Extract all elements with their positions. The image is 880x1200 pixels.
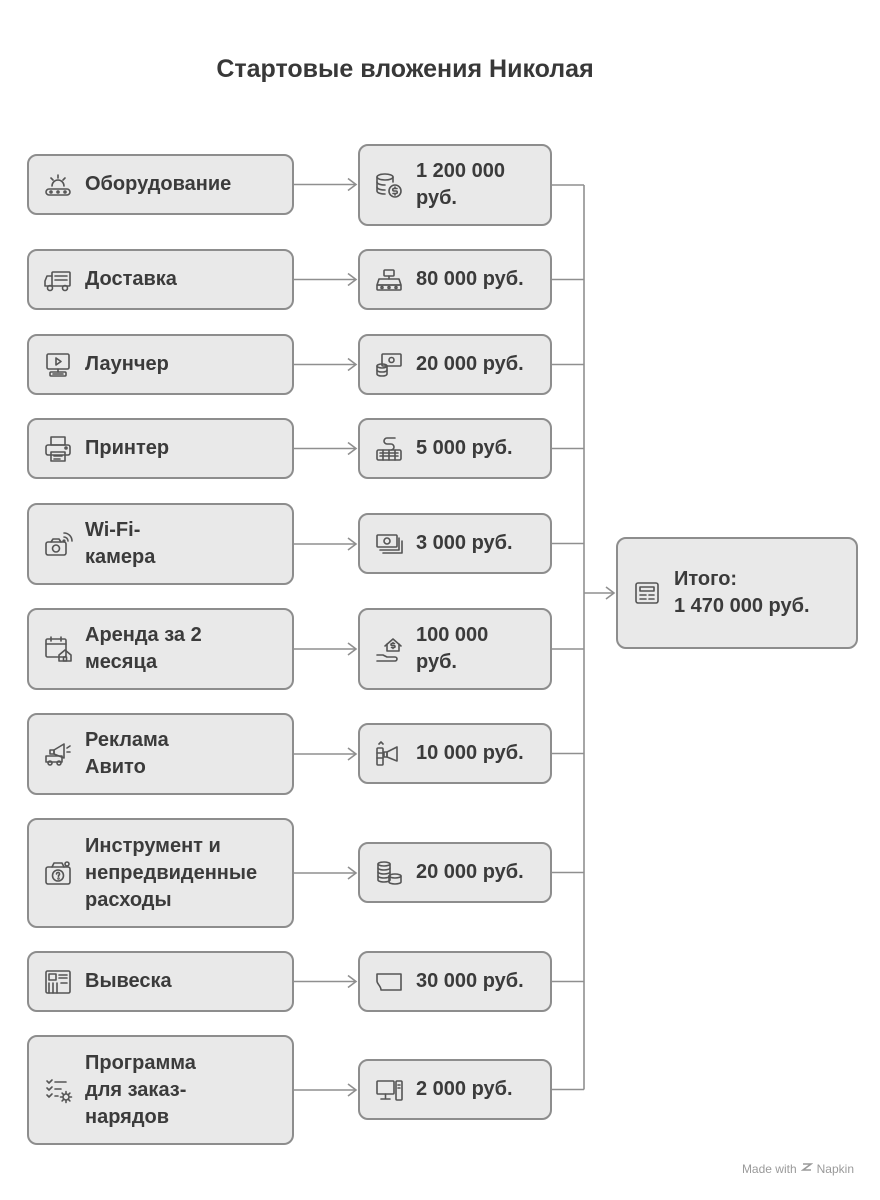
expense-item-label: Оборудование bbox=[85, 173, 232, 195]
expense-cost-box: 1 200 000 руб. bbox=[358, 144, 552, 226]
footer-text: Made with bbox=[741, 1161, 797, 1176]
expense-cost-value: 5 000 руб. bbox=[416, 437, 513, 459]
cash-coins-icon bbox=[372, 348, 406, 382]
napkin-logo-icon bbox=[800, 1161, 814, 1176]
expense-item-label: Вывеска bbox=[85, 970, 172, 992]
expense-cost-box: 3 000 руб. bbox=[358, 513, 552, 574]
bus-to-total-arrowhead bbox=[605, 586, 616, 600]
item-to-cost-arrowhead bbox=[347, 747, 358, 761]
item-to-cost-arrowhead bbox=[347, 974, 358, 989]
monitor-play-icon bbox=[41, 348, 75, 382]
expense-item-box: Программа для заказ- нарядов bbox=[27, 1035, 294, 1145]
coin-stacks-icon bbox=[372, 856, 406, 890]
diagram-title: Стартовые вложения Николая bbox=[216, 55, 594, 83]
expense-item-box: Доставка bbox=[27, 249, 294, 310]
expense-cost-box: 100 000 руб. bbox=[358, 608, 552, 690]
newspaper-icon bbox=[630, 576, 664, 610]
expense-cost-value: 3 000 руб. bbox=[416, 532, 513, 554]
expense-cost-box: 30 000 руб. bbox=[358, 951, 552, 1012]
expense-cost-value: 100 000 руб. bbox=[416, 624, 489, 673]
expense-item-label: Аренда за 2 месяца bbox=[85, 624, 202, 673]
item-to-cost-arrowhead bbox=[347, 642, 358, 656]
total-box: Итого: 1 470 000 руб. bbox=[616, 537, 858, 649]
expense-cost-value: 1 200 000 руб. bbox=[416, 160, 505, 209]
truck-icon bbox=[41, 263, 75, 297]
expense-cost-value: 30 000 руб. bbox=[416, 970, 524, 992]
expense-cost-box: 10 000 руб. bbox=[358, 723, 552, 784]
banknotes-icon bbox=[372, 527, 406, 561]
expense-cost-box: 2 000 руб. bbox=[358, 1059, 552, 1120]
total-label: Итого: 1 470 000 руб. bbox=[674, 568, 810, 617]
conveyor-icon bbox=[41, 168, 75, 202]
expense-cost-value: 20 000 руб. bbox=[416, 353, 524, 375]
expense-cost-box: 5 000 руб. bbox=[358, 418, 552, 479]
expense-item-box: Реклама Авито bbox=[27, 713, 294, 795]
expense-item-label: Wi-Fi- камера bbox=[85, 519, 156, 568]
expense-item-box: Вывеска bbox=[27, 951, 294, 1012]
expense-cost-value: 80 000 руб. bbox=[416, 268, 524, 290]
calendar-house-icon bbox=[41, 632, 75, 666]
expense-item-label: Программа для заказ- нарядов bbox=[85, 1051, 196, 1128]
expense-item-label: Лаунчер bbox=[85, 353, 169, 375]
megaphone-coins-icon bbox=[372, 737, 406, 771]
footer: Made with Napkin bbox=[742, 1161, 854, 1176]
expense-item-label: Инструмент и непредвиденные расходы bbox=[85, 834, 258, 911]
printer-icon bbox=[41, 432, 75, 466]
wifi-camera-icon bbox=[41, 527, 75, 561]
expense-item-box: Инструмент и непредвиденные расходы bbox=[27, 818, 294, 928]
house-dollar-hand-icon bbox=[372, 632, 406, 666]
expense-item-box: Аренда за 2 месяца bbox=[27, 608, 294, 690]
coins-dollar-icon bbox=[372, 168, 406, 202]
item-to-cost-arrowhead bbox=[347, 177, 358, 192]
computer-icon bbox=[372, 1073, 406, 1107]
expense-item-label: Доставка bbox=[85, 268, 177, 290]
item-to-cost-arrowhead bbox=[347, 866, 358, 880]
cash-register-icon bbox=[372, 263, 406, 297]
expense-cost-value: 20 000 руб. bbox=[416, 861, 524, 883]
frame-icon bbox=[372, 965, 406, 999]
expense-item-box: Оборудование bbox=[27, 154, 294, 215]
expense-item-label: Принтер bbox=[85, 437, 170, 459]
signboard-icon bbox=[41, 965, 75, 999]
expense-item-box: Wi-Fi- камера bbox=[27, 503, 294, 585]
checklist-gear-icon bbox=[41, 1073, 75, 1107]
expense-cost-box: 20 000 руб. bbox=[358, 842, 552, 903]
footer-brand: Napkin bbox=[816, 1161, 854, 1176]
camera-question-icon bbox=[41, 856, 75, 890]
expense-cost-value: 10 000 руб. bbox=[416, 742, 524, 764]
megaphone-truck-icon bbox=[41, 737, 75, 771]
item-to-cost-arrowhead bbox=[347, 1083, 358, 1097]
expense-cost-box: 20 000 руб. bbox=[358, 334, 552, 395]
expense-item-label: Реклама Авито bbox=[85, 729, 169, 778]
keyboard-plug-icon bbox=[372, 432, 406, 466]
expense-cost-value: 2 000 руб. bbox=[416, 1078, 513, 1100]
item-to-cost-arrowhead bbox=[347, 272, 358, 287]
item-to-cost-arrowhead bbox=[347, 441, 358, 456]
expense-cost-box: 80 000 руб. bbox=[358, 249, 552, 310]
expense-item-box: Лаунчер bbox=[27, 334, 294, 395]
item-to-cost-arrowhead bbox=[347, 357, 358, 372]
expense-item-box: Принтер bbox=[27, 418, 294, 479]
item-to-cost-arrowhead bbox=[347, 537, 358, 551]
